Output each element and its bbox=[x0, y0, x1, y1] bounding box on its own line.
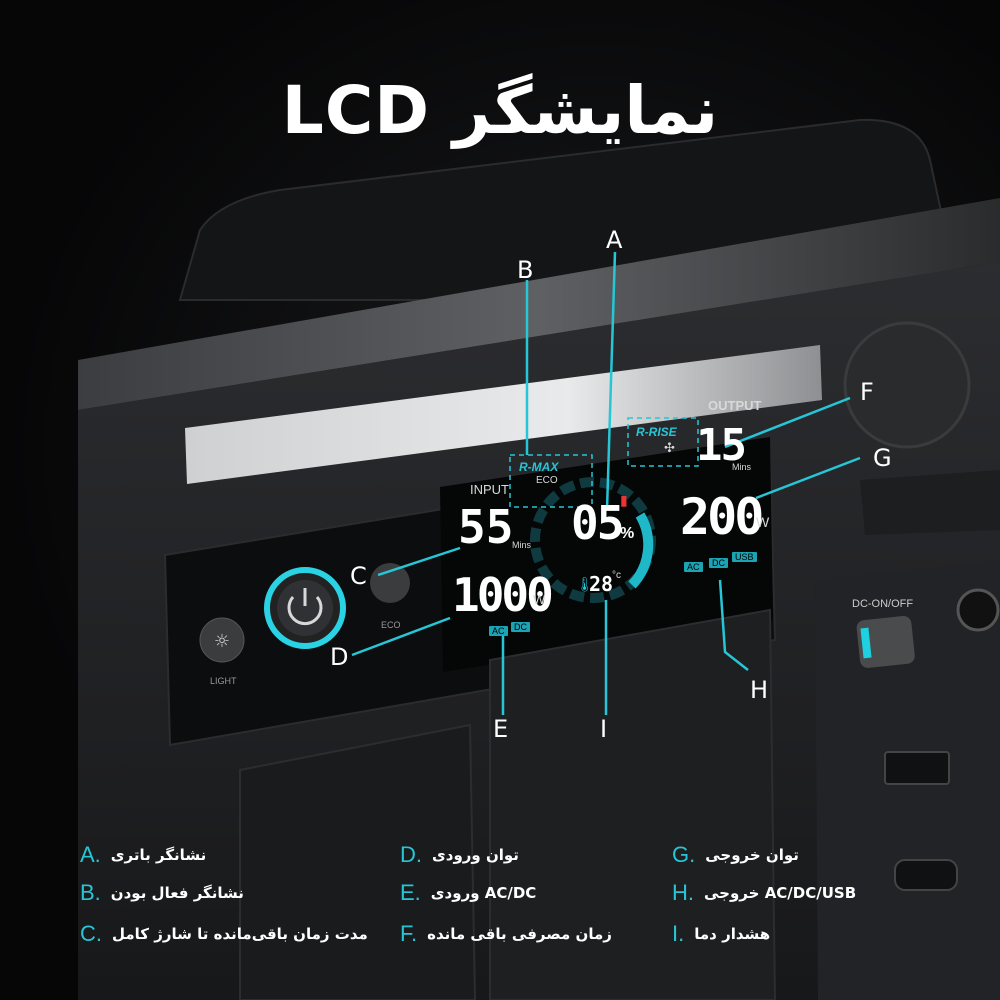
input-power-value: 1000 bbox=[452, 568, 554, 622]
callout-f: F bbox=[860, 378, 874, 406]
output-power-unit: W bbox=[756, 514, 770, 530]
callout-h: H bbox=[750, 676, 769, 704]
battery-unit: % bbox=[620, 525, 635, 542]
svg-text:☼: ☼ bbox=[214, 631, 230, 652]
eco-button-label: ECO bbox=[381, 620, 401, 630]
input-tag-ac: AC bbox=[489, 626, 508, 636]
temperature-value: 28 bbox=[589, 572, 614, 596]
output-tag-dc: DC bbox=[709, 558, 728, 568]
thermometer-icon: 🌡 bbox=[576, 576, 594, 592]
light-button-label: LIGHT bbox=[210, 676, 237, 686]
rrise-indicator: R-RISE bbox=[636, 425, 677, 439]
input-tag-dc: DC bbox=[511, 622, 530, 632]
output-label: OUTPUT bbox=[708, 398, 762, 413]
rmax-indicator: R-MAX bbox=[519, 460, 559, 474]
callout-c: C bbox=[350, 562, 367, 590]
callout-d: D bbox=[330, 643, 349, 671]
page-title: نمایشگر LCD bbox=[281, 72, 719, 149]
input-label: INPUT bbox=[470, 482, 509, 497]
temperature-unit: °c bbox=[612, 570, 621, 581]
callout-b: B bbox=[517, 256, 534, 284]
callout-a: A bbox=[606, 226, 623, 254]
output-tag-ac: AC bbox=[684, 562, 703, 572]
output-time-unit: Mins bbox=[732, 462, 752, 472]
output-tag-usb: USB bbox=[732, 552, 757, 562]
output-time-value: 15 bbox=[696, 420, 747, 471]
callout-g: G bbox=[873, 444, 892, 472]
input-time-value: 55 bbox=[458, 500, 514, 554]
battery-value: 05 bbox=[571, 496, 624, 550]
dc-switch-label: DC-ON/OFF bbox=[852, 598, 914, 610]
fan-icon: ✣ bbox=[664, 440, 675, 455]
input-time-unit: Mins bbox=[512, 540, 532, 550]
eco-indicator: ECO bbox=[536, 475, 558, 486]
callout-i: I bbox=[600, 715, 608, 743]
callout-e: E bbox=[493, 715, 509, 743]
output-power-value: 200 bbox=[680, 488, 764, 546]
input-power-unit: W bbox=[533, 592, 546, 607]
battery-low-icon: ▮ bbox=[620, 492, 628, 508]
